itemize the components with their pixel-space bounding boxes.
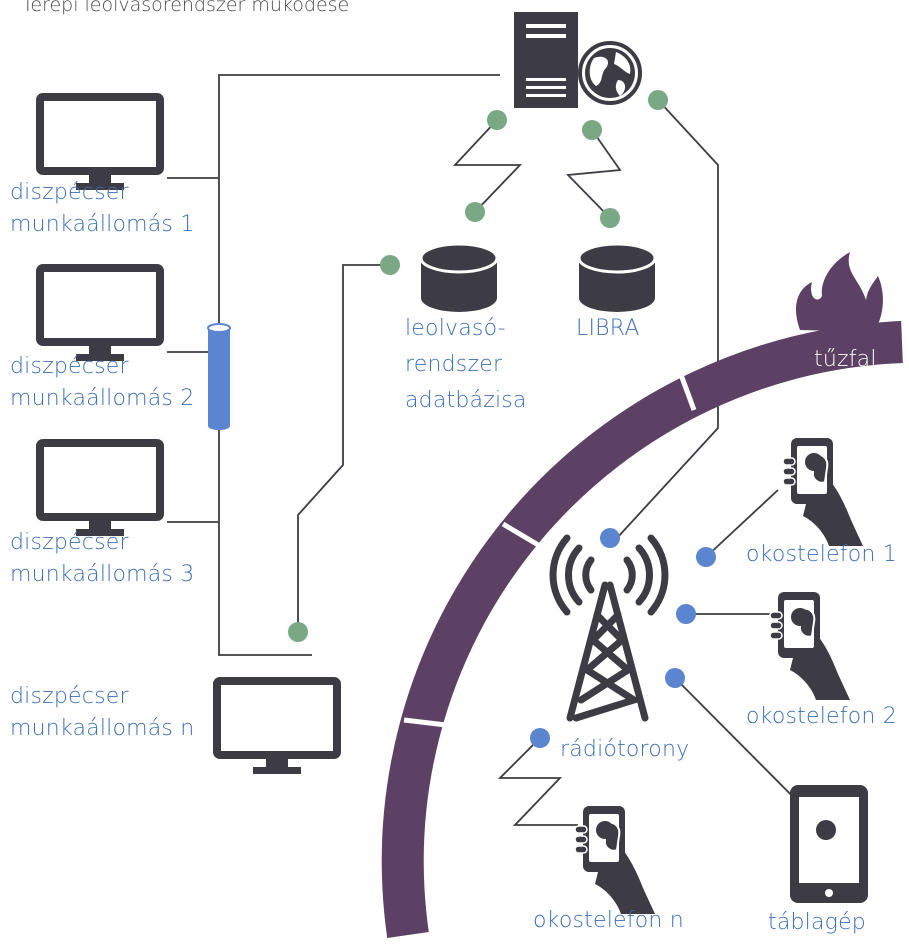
blue-nodes (530, 528, 716, 748)
monitor-icon (40, 268, 160, 361)
ws1-label-line1: diszpécser (10, 180, 129, 205)
phone1-label: okostelefon 1 (746, 542, 897, 567)
diagram-title: Terepi leolvasórendszer működése (22, 0, 350, 16)
phonen-node (596, 821, 614, 839)
firewall-label: tűzfal (814, 347, 877, 372)
phone1-node (805, 453, 823, 471)
reader-db-label-line3: adatbázisa (405, 388, 527, 413)
tablet-label: táblagép (768, 910, 866, 935)
ws2-label-line1: diszpécser (10, 354, 129, 379)
monitor-icon (217, 681, 337, 774)
ws3-label-line1: diszpécser (10, 530, 129, 555)
phone2-label: okostelefon 2 (746, 704, 897, 729)
tower-phone1-link (705, 489, 779, 558)
hand-phone-icon (782, 437, 864, 547)
server-libra-zigzag (566, 129, 622, 219)
phone2-node (791, 608, 809, 626)
database-icon (577, 242, 657, 314)
bus-cylinder-icon (207, 323, 231, 430)
wsn-label-line1: diszpécser (10, 684, 129, 709)
reader-db-label-line2: rendszer (405, 352, 503, 377)
hand-phone-icon (769, 591, 851, 701)
monitor-icon (40, 97, 160, 190)
reader-db-link (297, 264, 390, 632)
libra-label: LIBRA (576, 316, 640, 341)
phonen-label: okostelefon n (533, 908, 684, 933)
database-icon (419, 242, 499, 314)
ws2-label-line2: munkaállomás 2 (10, 386, 195, 411)
server-icon (514, 12, 578, 108)
ws3-label-line2: munkaállomás 3 (10, 562, 195, 587)
globe-icon (578, 41, 642, 105)
server-reader-zigzag (452, 119, 523, 213)
wsn-label-line2: munkaállomás n (10, 716, 195, 741)
tablet-icon (790, 785, 868, 903)
reader-db-label-line1: leolvasó- (405, 316, 506, 341)
hand-phone-icon (574, 805, 656, 915)
tower-phonen-zigzag (497, 737, 578, 826)
connection-lines (167, 74, 827, 831)
tablet-node (816, 820, 836, 840)
tower-label: rádiótorony (560, 737, 690, 762)
monitor-icon (40, 443, 160, 536)
green-nodes (288, 90, 668, 642)
server-tower-link (616, 99, 719, 539)
firewall-arc (381, 321, 903, 938)
fire-icon (796, 252, 883, 332)
radio-tower-icon (549, 534, 669, 722)
ws1-label-line2: munkaállomás 1 (10, 212, 195, 237)
